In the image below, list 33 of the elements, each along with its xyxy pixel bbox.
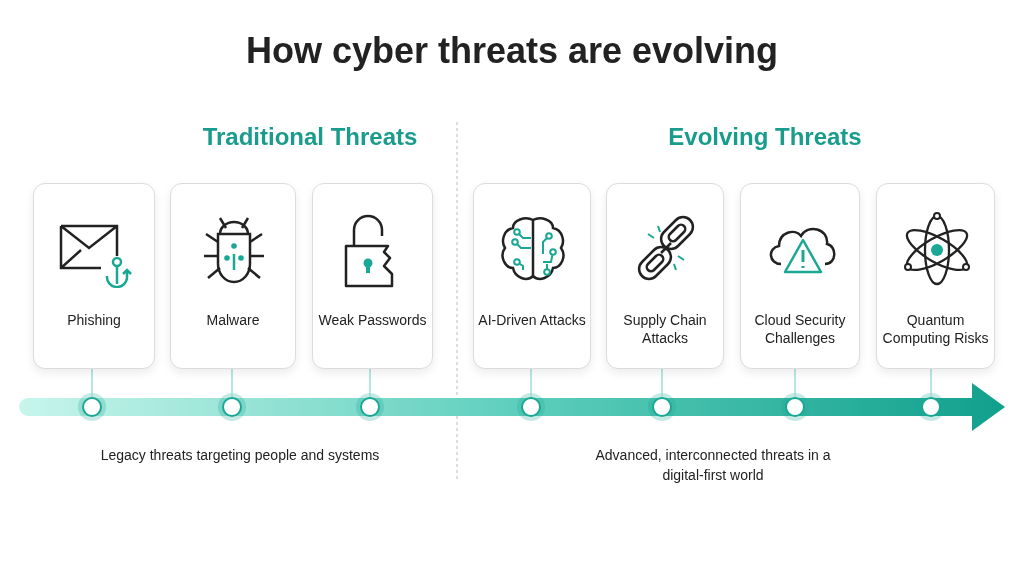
threat-card: [312, 183, 433, 369]
card-label: Weak Passwords: [317, 311, 428, 329]
threat-card: [740, 183, 860, 369]
connector-line: [930, 368, 932, 398]
threat-card: [473, 183, 591, 369]
connector-line: [794, 368, 796, 398]
card-label: Phishing: [66, 311, 122, 329]
timeline-marker: [222, 397, 242, 417]
threat-card: [33, 183, 155, 369]
section-heading: Traditional Threats: [201, 122, 419, 152]
caption-text: Legacy threats targeting people and systems: [99, 446, 381, 465]
connector-line: [231, 368, 233, 398]
timeline-marker: [521, 397, 541, 417]
timeline-marker: [921, 397, 941, 417]
timeline-marker: [785, 397, 805, 417]
timeline-marker: [82, 397, 102, 417]
threat-card: [606, 183, 724, 369]
connector-line: [91, 368, 93, 398]
timeline-marker: [652, 397, 672, 417]
card-label: Supply Chain Attacks: [622, 311, 708, 347]
connector-line: [661, 368, 663, 398]
threat-card: [876, 183, 995, 369]
timeline-marker: [360, 397, 380, 417]
card-label: Quantum Computing Risks: [881, 311, 990, 347]
card-label: Cloud Security Challenges: [753, 311, 847, 347]
threat-card: [170, 183, 296, 369]
card-label: AI-Driven Attacks: [478, 311, 586, 329]
connector-line: [530, 368, 532, 398]
card-label: Malware: [205, 311, 261, 329]
connector-line: [369, 368, 371, 398]
section-heading: Evolving Threats: [667, 122, 863, 152]
caption-text: Advanced, interconnected threats in a digital-first world: [594, 446, 832, 485]
title: How cyber threats are evolving: [244, 30, 780, 72]
